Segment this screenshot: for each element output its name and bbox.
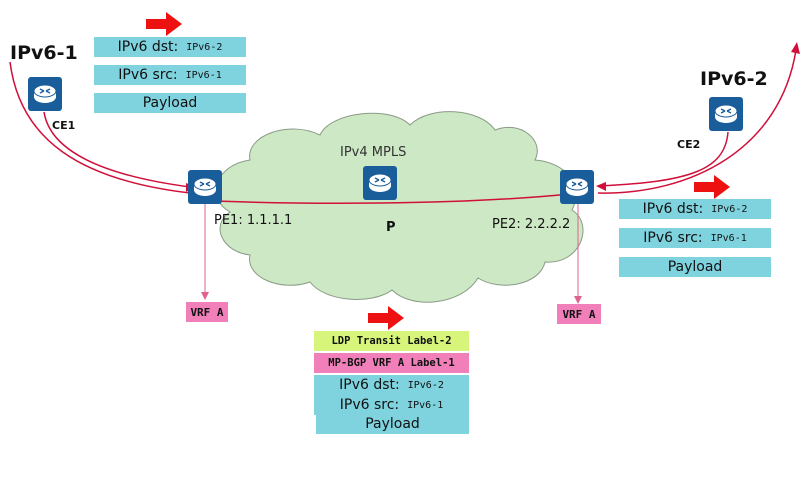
mpls-cloud xyxy=(215,111,584,303)
path-pe2-to-ipv6-2 xyxy=(597,49,797,194)
path-pe1-to-pe2 xyxy=(191,193,571,204)
pe2-router-icon xyxy=(560,170,594,204)
pe2-label: PE2: 2.2.2.2 xyxy=(492,217,571,232)
right-ipv6-src-value: IPv6-1 xyxy=(710,232,747,244)
right-ipv6-dst-value: IPv6-2 xyxy=(711,203,748,215)
left-ipv6-dst-label: IPv6 dst: xyxy=(117,39,179,55)
middle-ipv6-dst-label: IPv6 dst: xyxy=(339,377,400,393)
middle-payload-label: Payload xyxy=(365,416,420,432)
vrf-a-right: VRF A xyxy=(557,304,601,324)
path-ce1-to-pe1 xyxy=(43,111,191,188)
left-ipv6-dst-box: IPv6 dst: IPv6-2 xyxy=(94,37,246,57)
path-ce2-to-pe2 xyxy=(597,131,729,187)
middle-ipv6-src-box: IPv6 src: IPv6-1 xyxy=(314,395,469,415)
vrf-a-left: VRF A xyxy=(186,302,228,322)
direction-arrow-left xyxy=(146,12,182,36)
ldp-transit-label-box: LDP Transit Label-2 xyxy=(314,331,469,351)
ipv6-2-arrowhead xyxy=(791,42,800,54)
middle-payload-box: Payload xyxy=(316,414,469,434)
left-ipv6-src-value: IPv6-1 xyxy=(185,69,222,81)
pe2-vrf-connector-head xyxy=(574,296,582,304)
p-router-label: P xyxy=(386,220,396,235)
right-ipv6-src-label: IPv6 src: xyxy=(643,230,703,246)
right-payload-label: Payload xyxy=(667,259,723,275)
pe1-vrf-connector-head xyxy=(201,292,209,300)
left-ipv6-dst-value: IPv6-2 xyxy=(186,41,223,53)
path-ipv6-1-to-pe1-outer xyxy=(9,61,191,194)
direction-arrow-middle xyxy=(368,306,404,330)
mpbgp-vrf-label-box: MP-BGP VRF A Label-1 xyxy=(314,353,469,373)
cloud-title: IPv4 MPLS xyxy=(340,145,407,160)
right-payload-box: Payload xyxy=(619,257,771,277)
middle-ipv6-src-label: IPv6 src: xyxy=(339,397,400,413)
right-ipv6-src-box: IPv6 src: IPv6-1 xyxy=(619,228,771,248)
left-ipv6-src-box: IPv6 src: IPv6-1 xyxy=(94,65,246,85)
right-ipv6-dst-box: IPv6 dst: IPv6-2 xyxy=(619,199,771,219)
middle-ipv6-dst-value: IPv6-2 xyxy=(407,379,444,391)
pe2-arrowhead xyxy=(596,182,606,191)
ldp-transit-label: LDP Transit Label-2 xyxy=(331,335,452,347)
mpbgp-vrf-label: MP-BGP VRF A Label-1 xyxy=(328,357,455,369)
host-ipv6-2-label: IPv6-2 xyxy=(700,68,768,90)
ce2-router-icon xyxy=(709,97,743,131)
pe1-label: PE1: 1.1.1.1 xyxy=(214,213,293,228)
ce1-router-icon xyxy=(28,77,62,111)
p-router-icon xyxy=(363,166,397,200)
host-ipv6-1-label: IPv6-1 xyxy=(10,42,78,64)
ce2-label: CE2 xyxy=(677,138,701,151)
pe1-router-icon xyxy=(188,170,222,204)
left-payload-label: Payload xyxy=(142,95,198,111)
middle-ipv6-src-value: IPv6-1 xyxy=(407,399,444,411)
middle-ipv6-dst-box: IPv6 dst: IPv6-2 xyxy=(314,375,469,395)
right-ipv6-dst-label: IPv6 dst: xyxy=(642,201,704,217)
left-payload-box: Payload xyxy=(94,93,246,113)
ce1-label: CE1 xyxy=(52,119,76,132)
direction-arrow-right xyxy=(694,175,730,199)
left-ipv6-src-label: IPv6 src: xyxy=(118,67,178,83)
